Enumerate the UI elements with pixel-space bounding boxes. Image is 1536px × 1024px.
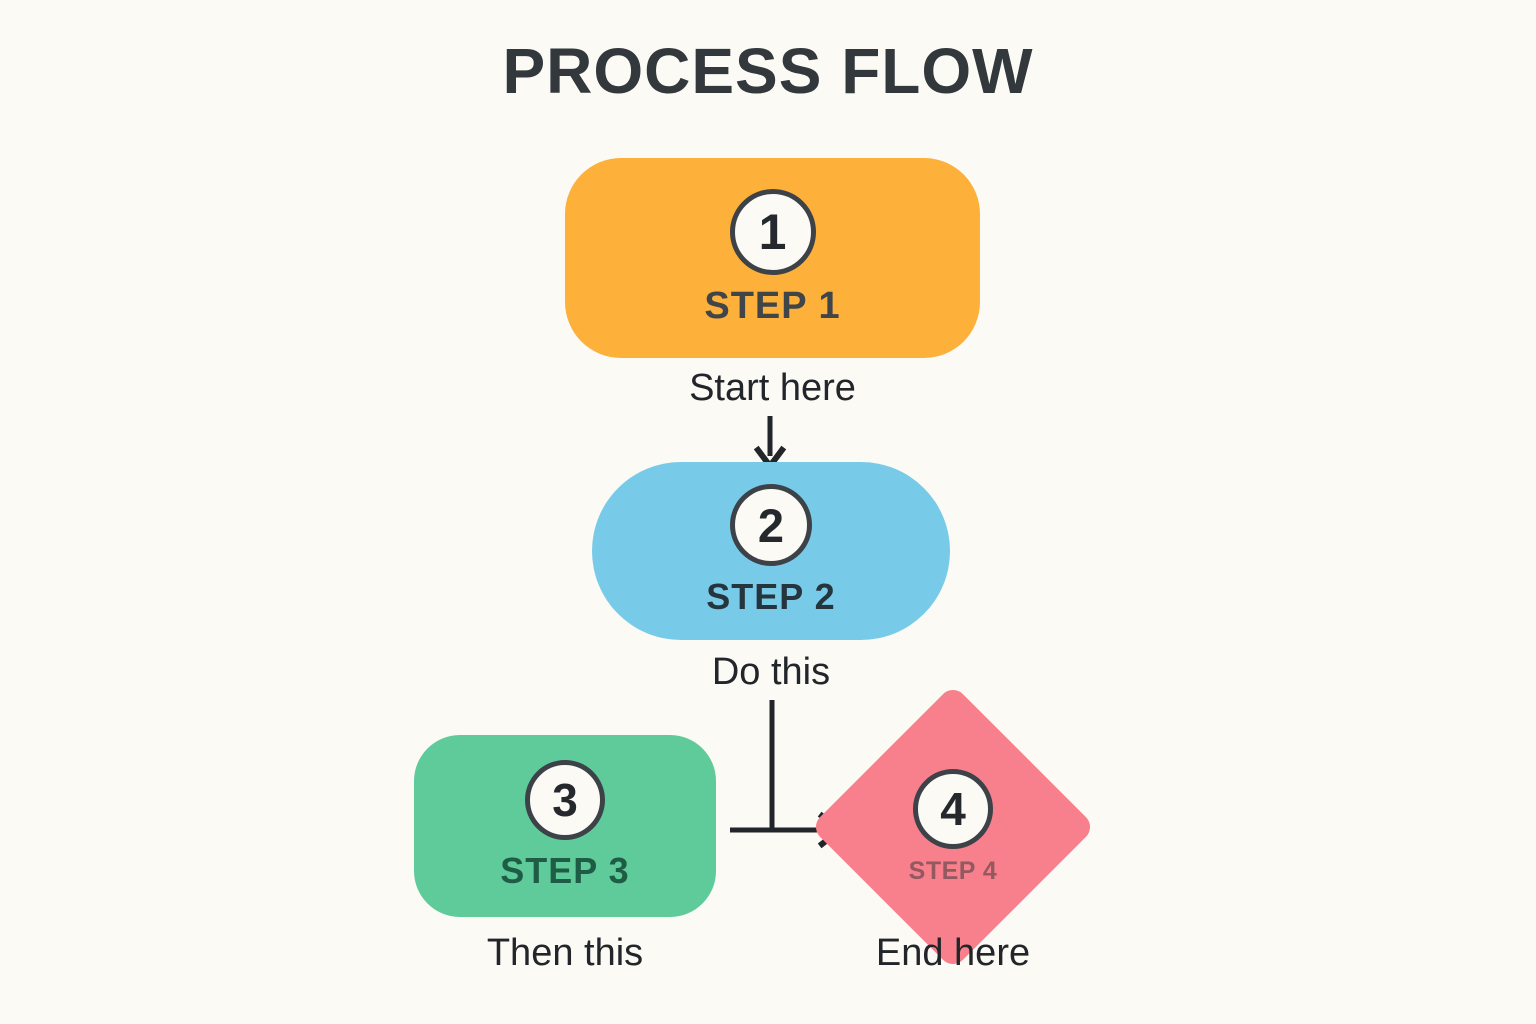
step-3-label: STEP 3	[500, 850, 630, 891]
caption-end-here: End here	[875, 932, 1031, 974]
step-4-label: STEP 4	[908, 856, 998, 885]
node-step-4[interactable]: 4 STEP 4	[810, 684, 1096, 970]
step-2-content: 2 STEP 2	[592, 462, 950, 640]
step-1-number-badge: 1	[729, 188, 816, 275]
step-2-number-badge: 2	[730, 484, 812, 566]
step-4-number-badge: 4	[913, 768, 993, 849]
step-3-content: 3 STEP 3	[414, 735, 716, 917]
step-3-number-badge: 3	[525, 760, 605, 840]
node-step-1[interactable]: 1 STEP 1	[565, 158, 980, 358]
caption-start-here: Start here	[689, 367, 856, 409]
page-title: PROCESS FLOW	[502, 35, 1034, 107]
caption-then-this: Then this	[486, 932, 644, 974]
node-step-3[interactable]: 3 STEP 3	[414, 735, 716, 917]
caption-do-this: Do this	[711, 651, 831, 693]
step-1-label: STEP 1	[704, 284, 841, 327]
step-1-content: 1 STEP 1	[565, 158, 980, 358]
step-4-content: 4 STEP 4	[852, 726, 1054, 928]
step-2-label: STEP 2	[706, 576, 836, 617]
node-step-2[interactable]: 2 STEP 2	[592, 462, 950, 640]
